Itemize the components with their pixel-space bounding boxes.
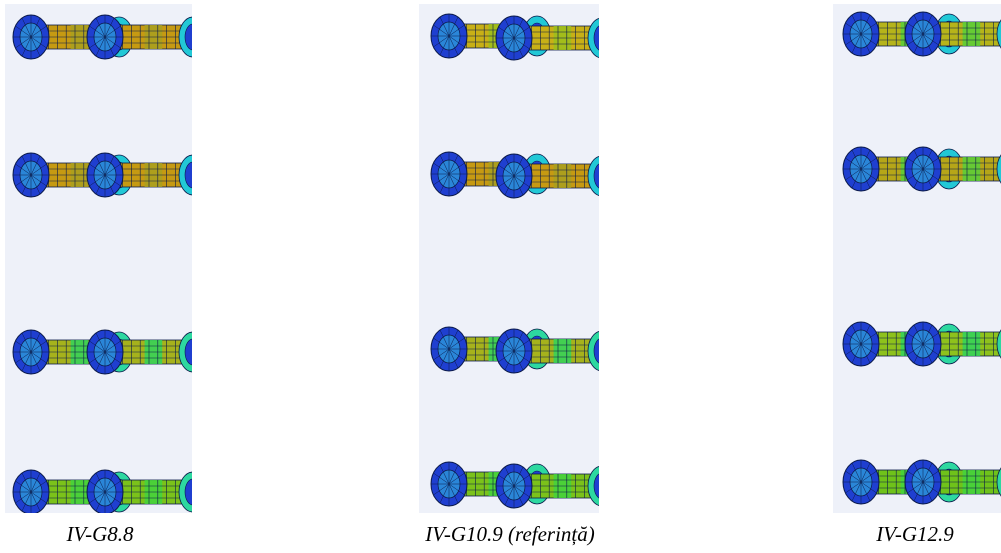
panel-iv-g10-9 [419, 4, 599, 513]
bolt-right-row-4 [495, 463, 599, 509]
caption-iv-g10-9: IV-G10.9 (referință) [425, 522, 595, 546]
bolt-right-row-3 [86, 329, 192, 375]
caption-iv-g12-9: IV-G12.9 [876, 522, 954, 546]
panel-iv-g8-8 [5, 4, 192, 513]
bolt-right-row-1 [495, 15, 599, 61]
bolt-right-row-4 [86, 469, 192, 513]
bolt-right-row-1 [86, 14, 192, 60]
bolt-model-iv-g10-9 [430, 13, 599, 509]
panel-iv-g12-9 [833, 4, 1001, 513]
bolt-right-row-3 [904, 321, 1001, 367]
bolt-right-row-2 [904, 146, 1001, 192]
bolt-right-row-4 [904, 459, 1001, 505]
caption-iv-g8-8: IV-G8.8 [66, 522, 134, 546]
bolt-model-iv-g8-8 [12, 14, 192, 513]
bolt-right-row-1 [904, 11, 1001, 57]
bolt-right-row-2 [495, 153, 599, 199]
bolt-right-row-2 [86, 152, 192, 198]
bolt-model-iv-g12-9 [842, 11, 1001, 505]
bolt-right-row-3 [495, 328, 599, 374]
